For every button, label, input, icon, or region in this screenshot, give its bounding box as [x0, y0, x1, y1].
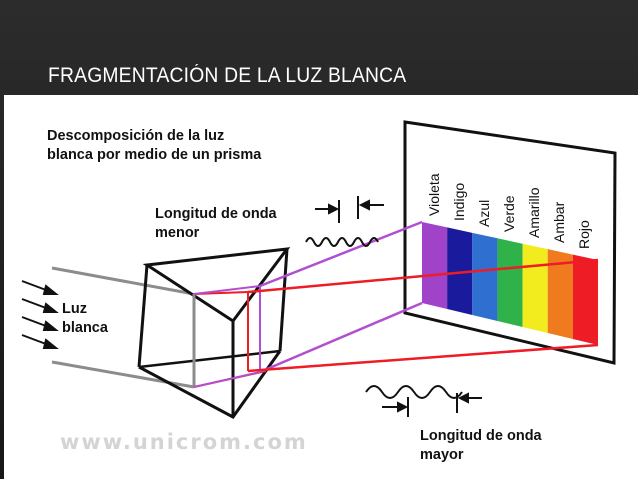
- short-wavelength-label: Longitud de onda menor: [155, 205, 277, 243]
- spectrum-band-rojo: [572, 254, 598, 345]
- color-label-rojo: Rojo: [576, 219, 593, 249]
- light-line-1: Luz: [62, 301, 87, 317]
- spectrum-band-ambar: [547, 249, 573, 339]
- color-label-violeta: Violeta: [425, 173, 442, 216]
- incoming-ray-top: [51, 266, 195, 296]
- prism-diagram: Descomposición de la luz blanca por medi…: [4, 95, 638, 479]
- short-wave-line-2: menor: [155, 225, 200, 241]
- long-wave-curve: [365, 385, 463, 399]
- diagram-caption: Descomposición de la luz blanca por medi…: [47, 127, 261, 165]
- caption-line-1: Descomposición de la luz: [47, 128, 225, 144]
- watermark: www.unicrom.com: [60, 430, 308, 454]
- short-wavelength-marker: [315, 196, 384, 223]
- spectrum-band-verde: [497, 238, 523, 327]
- long-wave-line-1: Longitud de onda: [420, 428, 542, 444]
- color-label-ambar: Ambar: [551, 201, 568, 244]
- spectrum-band-amarillo: [522, 243, 548, 333]
- white-light-arrows: [21, 280, 59, 349]
- prism: [137, 247, 291, 419]
- slide-title: FRAGMENTACIÓN DE LA LUZ BLANCA: [48, 64, 407, 87]
- spectrum-band-indigo: [447, 227, 473, 315]
- short-wave-line-1: Longitud de onda: [155, 206, 277, 222]
- prism-illustration: [21, 120, 617, 419]
- long-wavelength-marker: [382, 392, 482, 417]
- violet-beam-top: [259, 220, 423, 288]
- spectrum-band-violeta: [422, 222, 448, 309]
- color-label-azul: Azul: [475, 199, 492, 227]
- long-wavelength-label: Longitud de onda mayor: [420, 427, 542, 465]
- red-beam-top: [247, 258, 599, 294]
- violet-beam-bottom: [259, 301, 423, 374]
- spectrum-band-azul: [472, 232, 498, 321]
- color-label-amarillo: Amarillo: [526, 187, 543, 238]
- long-wave-line-2: mayor: [420, 447, 464, 463]
- caption-line-2: blanca por medio de un prisma: [47, 147, 262, 163]
- red-beam-bottom: [247, 343, 599, 373]
- color-label-indigo: Indigo: [450, 183, 467, 222]
- light-line-2: blanca: [62, 320, 108, 336]
- short-wave-curve: [305, 237, 379, 247]
- white-light-label: Luz blanca: [62, 300, 108, 338]
- color-label-verde: Verde: [501, 195, 517, 233]
